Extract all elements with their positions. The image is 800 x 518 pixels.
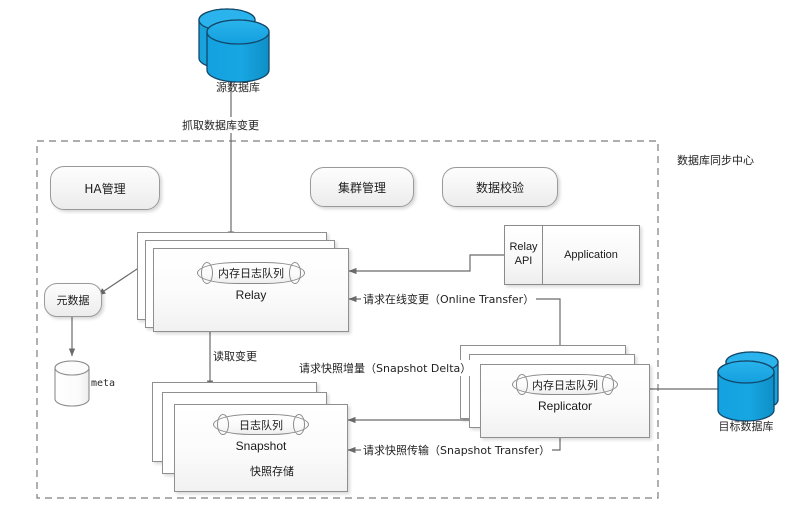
replicator-card-front[interactable]: 内存日志队列 Replicator bbox=[480, 364, 650, 438]
target-db-label: 目标数据库 bbox=[718, 420, 774, 433]
pill-data-verification-label: 数据校验 bbox=[475, 180, 524, 195]
pill-cluster-management[interactable]: 集群管理 bbox=[310, 167, 414, 207]
edge-snapshot-delta bbox=[347, 345, 474, 424]
sync-center-label: 数据库同步中心 bbox=[677, 154, 754, 167]
edge-label-read-change: 读取变更 bbox=[211, 348, 259, 364]
relay-api-application-box[interactable]: Relay API Application bbox=[504, 225, 640, 285]
source-db-icon bbox=[198, 8, 270, 83]
sync-center-boundary bbox=[36, 140, 659, 499]
application-segment[interactable]: Application bbox=[543, 226, 639, 284]
source-db-label: 源数据库 bbox=[216, 81, 260, 94]
relay-title: Relay bbox=[235, 288, 267, 302]
relay-card-front[interactable]: 内存日志队列 Relay bbox=[153, 248, 349, 332]
pill-data-verification[interactable]: 数据校验 bbox=[442, 167, 558, 207]
relay-api-label-line2: API bbox=[514, 255, 533, 267]
pill-cluster-management-label: 集群管理 bbox=[337, 180, 386, 195]
edge-label-capture: 抓取数据库变更 bbox=[180, 117, 261, 133]
replicator-memory-log-queue-label: 内存日志队列 bbox=[532, 378, 598, 392]
meta-store-label: meta bbox=[91, 378, 116, 389]
edge-label-online-transfer: 请求在线变更（Online Transfer） bbox=[361, 291, 537, 307]
application-label: Application bbox=[564, 249, 618, 261]
snapshot-store-row: 快照存储 bbox=[228, 463, 294, 479]
pill-ha-management[interactable]: HA管理 bbox=[50, 166, 160, 210]
pill-metadata[interactable]: 元数据 bbox=[44, 283, 102, 317]
replicator-memory-log-queue: 内存日志队列 bbox=[512, 374, 618, 395]
edge-api-relay bbox=[348, 254, 504, 275]
relay-api-label-line1: Relay bbox=[509, 241, 538, 254]
target-db-icon bbox=[717, 351, 779, 422]
replicator-title: Replicator bbox=[537, 399, 593, 413]
edge-label-snapshot-transfer: 请求快照传输（Snapshot Transfer） bbox=[361, 442, 553, 458]
snapshot-title: Snapshot bbox=[235, 439, 287, 453]
pill-ha-management-label: HA管理 bbox=[84, 181, 126, 196]
relay-api-segment[interactable]: Relay API bbox=[505, 226, 543, 284]
meta-store-icon bbox=[54, 360, 90, 407]
snapshot-card-front[interactable]: 日志队列 Snapshot 快照存储 bbox=[174, 404, 348, 492]
edge-label-snapshot-delta: 请求快照增量（Snapshot Delta） bbox=[297, 360, 474, 376]
pill-metadata-label: 元数据 bbox=[56, 294, 90, 307]
relay-memory-log-queue: 内存日志队列 bbox=[197, 262, 305, 284]
snapshot-log-queue: 日志队列 bbox=[213, 414, 309, 435]
relay-memory-log-queue-label: 内存日志队列 bbox=[218, 267, 284, 280]
snapshot-log-queue-label: 日志队列 bbox=[239, 418, 283, 432]
snapshot-store-label: 快照存储 bbox=[250, 465, 294, 478]
